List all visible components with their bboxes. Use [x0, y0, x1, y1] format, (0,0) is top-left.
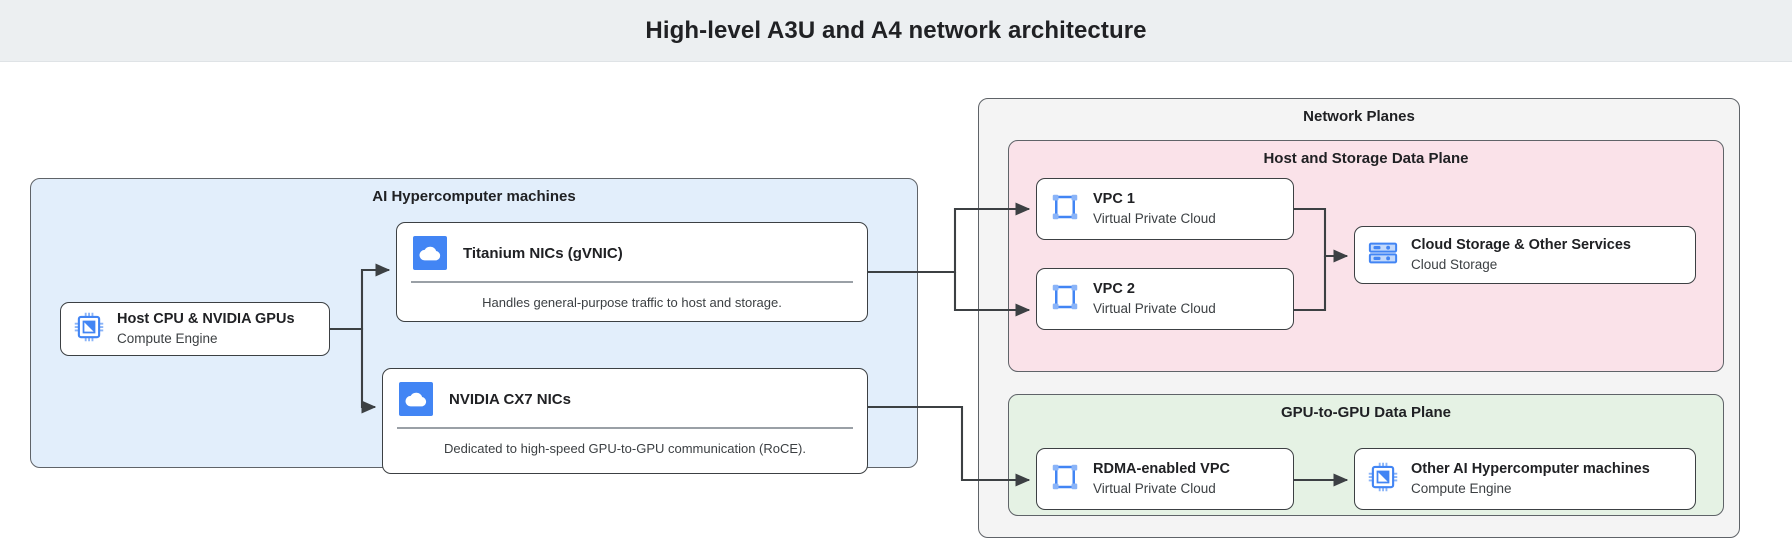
- node-title: Cloud Storage & Other Services: [1411, 237, 1631, 253]
- node-text: Host CPU & NVIDIA GPUs Compute Engine: [117, 310, 295, 348]
- node-text: Other AI Hypercomputer machines Compute …: [1411, 460, 1650, 498]
- node-vpc-1[interactable]: VPC 1 Virtual Private Cloud: [1036, 178, 1294, 240]
- node-text: RDMA-enabled VPC Virtual Private Cloud: [1093, 460, 1230, 498]
- node-title: VPC 2: [1093, 281, 1135, 297]
- card-divider: [397, 427, 853, 429]
- node-subtitle: Cloud Storage: [1411, 257, 1498, 272]
- node-caption: Handles general-purpose traffic to host …: [482, 294, 782, 310]
- node-titanium-nics[interactable]: Titanium NICs (gVNIC) Handles general-pu…: [396, 222, 868, 322]
- page-title: High-level A3U and A4 network architectu…: [645, 17, 1147, 44]
- node-other-ai-hypercomputer-machines[interactable]: Other AI Hypercomputer machines Compute …: [1354, 448, 1696, 510]
- node-subtitle: Compute Engine: [117, 331, 218, 346]
- node-title: RDMA-enabled VPC: [1093, 461, 1230, 477]
- edge-vpc2-to-storage: [1294, 256, 1327, 312]
- node-header: NVIDIA CX7 NICs: [383, 369, 867, 427]
- node-subtitle: Virtual Private Cloud: [1093, 301, 1216, 316]
- edge-hostcpu-to-cx7: [330, 327, 377, 414]
- edge-titanium-to-vpc2: [953, 272, 1031, 317]
- node-title: Other AI Hypercomputer machines: [1411, 461, 1650, 477]
- node-rdma-enabled-vpc[interactable]: RDMA-enabled VPC Virtual Private Cloud: [1036, 448, 1294, 510]
- edge-cx7-to-rdma-vpc: [868, 405, 1031, 487]
- cpu-chip-icon: [74, 312, 104, 347]
- node-vpc-2[interactable]: VPC 2 Virtual Private Cloud: [1036, 268, 1294, 330]
- node-title: Titanium NICs (gVNIC): [463, 244, 623, 262]
- edge-titanium-to-vpc1: [868, 202, 1031, 274]
- node-text: Cloud Storage & Other Services Cloud Sto…: [1411, 236, 1631, 274]
- node-host-cpu-nvidia-gpus[interactable]: Host CPU & NVIDIA GPUs Compute Engine: [60, 302, 330, 356]
- node-subtitle: Virtual Private Cloud: [1093, 211, 1216, 226]
- node-title: VPC 1: [1093, 191, 1135, 207]
- cloud-icon: [413, 236, 447, 270]
- edge-layer: [330, 202, 1349, 487]
- page-header: High-level A3U and A4 network architectu…: [0, 0, 1792, 62]
- vpc-frame-icon: [1050, 282, 1080, 317]
- node-text: VPC 2 Virtual Private Cloud: [1093, 280, 1216, 318]
- edge-hostcpu-to-titanium: [330, 263, 391, 331]
- node-nvidia-cx7-nics[interactable]: NVIDIA CX7 NICs Dedicated to high-speed …: [382, 368, 868, 474]
- card-divider: [411, 281, 853, 283]
- node-text: VPC 1 Virtual Private Cloud: [1093, 190, 1216, 228]
- diagram-canvas: AI Hypercomputer machines Network Planes…: [0, 62, 1792, 560]
- vpc-frame-icon: [1050, 462, 1080, 497]
- node-cloud-storage-and-other-services[interactable]: Cloud Storage & Other Services Cloud Sto…: [1354, 226, 1696, 284]
- node-subtitle: Virtual Private Cloud: [1093, 481, 1216, 496]
- node-caption: Dedicated to high-speed GPU-to-GPU commu…: [444, 440, 806, 456]
- storage-rack-icon: [1368, 238, 1398, 273]
- node-header: Titanium NICs (gVNIC): [397, 223, 867, 281]
- edge-vpc1-to-storage: [1294, 207, 1349, 263]
- node-subtitle: Compute Engine: [1411, 481, 1512, 496]
- vpc-frame-icon: [1050, 192, 1080, 227]
- cloud-icon: [399, 382, 433, 416]
- node-title: NVIDIA CX7 NICs: [449, 390, 571, 408]
- node-title: Host CPU & NVIDIA GPUs: [117, 311, 295, 327]
- cpu-chip-icon: [1368, 462, 1398, 497]
